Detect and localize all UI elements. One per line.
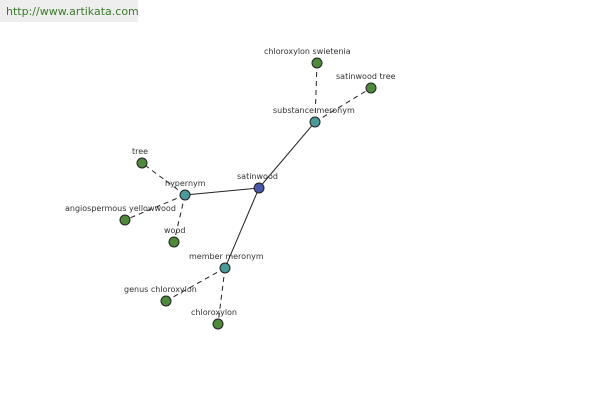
edge-substance-meronym-to-satinwood-tree (314, 87, 372, 123)
node-label-satinwood-tree[interactable]: satinwood tree (336, 72, 396, 81)
edge-member-meronym-to-genus-chloroxylon (165, 267, 226, 302)
edge-member-meronym-to-chloroxylon (217, 267, 226, 325)
node-genus-chloroxylon[interactable] (160, 295, 172, 307)
node-label-satinwood[interactable]: satinwood (237, 172, 278, 181)
node-label-hypernym[interactable]: hypernym (165, 179, 206, 188)
edge-satinwood-to-substance-meronym (258, 121, 316, 189)
node-label-angiospermous-yellowwood[interactable]: angiospermous yellowwood (65, 204, 176, 213)
node-label-chloroxylon-swietenia[interactable]: chloroxylon swietenia (264, 47, 351, 56)
edge-hypernym-to-wood (173, 194, 186, 243)
node-label-wood[interactable]: wood (164, 226, 185, 235)
edges-layer (124, 62, 372, 325)
edge-satinwood-to-hypernym (184, 187, 260, 196)
edge-satinwood-to-member-meronym (224, 187, 260, 269)
node-chloroxylon[interactable] (212, 318, 224, 330)
nodes-layer (119, 57, 377, 330)
node-label-chloroxylon[interactable]: chloroxylon (191, 308, 237, 317)
node-label-genus-chloroxylon[interactable]: genus chloroxylon (124, 285, 197, 294)
edge-substance-meronym-to-chloroxylon-swietenia (314, 62, 318, 123)
labels-layer: satinwood substance meronym hypernym member… (65, 47, 396, 317)
url-banner: http://www.artikata.com (0, 0, 139, 22)
node-label-member-meronym[interactable]: member meronym (189, 252, 264, 261)
node-tree[interactable] (136, 157, 148, 169)
node-chloroxylon-swietenia[interactable] (311, 57, 323, 69)
site-url-link[interactable]: http://www.artikata.com (6, 4, 139, 18)
node-label-tree[interactable]: tree (132, 147, 148, 156)
node-satinwood[interactable] (253, 182, 265, 194)
edge-hypernym-to-angiospermous-yellowwood (124, 194, 186, 221)
node-label-substance-meronym[interactable]: substance meronym (273, 106, 355, 115)
node-member-meronym[interactable] (219, 262, 231, 274)
node-wood[interactable] (168, 236, 180, 248)
node-substance-meronym[interactable] (309, 116, 321, 128)
node-angiospermous-yellowwood[interactable] (119, 214, 131, 226)
node-hypernym[interactable] (179, 189, 191, 201)
node-satinwood-tree[interactable] (365, 82, 377, 94)
